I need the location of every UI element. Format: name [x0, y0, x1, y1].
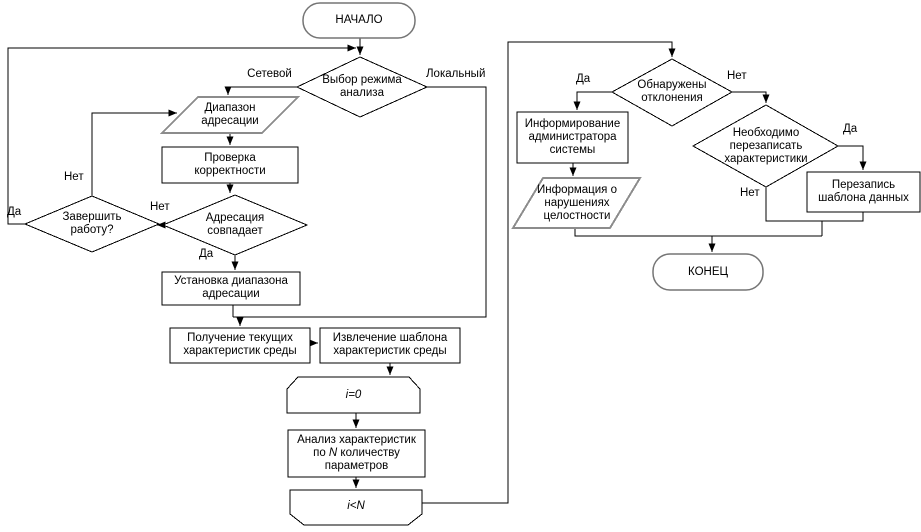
analyze-line2-pre: по: [313, 446, 329, 459]
deviations-label: Обнаружены отклонения: [637, 79, 707, 104]
end-label: КОНЕЦ: [688, 265, 728, 278]
set-range-rect: [161, 271, 301, 306]
edge-mode-network: [224, 86, 297, 95]
violations-info-label: Информация о нарушениях целостности: [536, 183, 617, 222]
analyze-label: Анализ характеристик по N количеству пар…: [288, 429, 425, 477]
start-terminator: [302, 2, 416, 39]
end-terminator: [652, 253, 764, 291]
loop-end-shape: [289, 489, 423, 526]
extract-template-rect: [319, 327, 461, 364]
edge-violations-out: [574, 228, 822, 237]
mode-decision-label: Выбор режима анализа: [322, 73, 402, 99]
set-range-label: Установка диапазона адресации: [174, 275, 288, 300]
label-yes-deviations: Да: [576, 73, 591, 85]
analyze-line2-post: количеству: [337, 446, 400, 459]
loop-end-label: i<N: [347, 500, 365, 512]
label-yes-rewrite: Да: [843, 123, 858, 135]
label-network: Сетевой: [247, 68, 292, 80]
analyze-label-line1: Анализ характеристик: [297, 434, 416, 447]
mode-decision-diamond: [295, 56, 429, 118]
edge-deviations-yes: [573, 91, 612, 110]
label-local: Локальный: [426, 68, 486, 80]
edge-rewriteproc-out: [822, 212, 864, 222]
analyze-rect: [287, 429, 426, 478]
deviations-diamond: [610, 58, 734, 127]
edge-deviations-no: [732, 91, 770, 103]
address-match-label: Адресация совпадает: [205, 212, 265, 237]
start-label: НАЧАЛО: [335, 14, 383, 26]
loop-begin-shape: [286, 376, 421, 414]
finish-work-diamond: [23, 195, 161, 253]
label-no-finish: Нет: [64, 171, 84, 183]
edge-finish-no: [91, 109, 177, 196]
inform-admin-label: Информирование администратора системы: [524, 118, 621, 156]
extract-template-label: Извлечение шаблона характеристик среды: [332, 332, 448, 357]
rewrite-template-rect: [806, 171, 921, 213]
rewrite-template-label: Перезапись шаблона данных: [818, 179, 909, 204]
label-no-rewrite: Нет: [740, 187, 760, 199]
edge-rewrite-no: [765, 187, 822, 222]
inform-admin-rect: [516, 111, 629, 164]
label-no-deviations: Нет: [727, 70, 747, 82]
get-current-label: Получение текущих характеристик среды: [183, 332, 297, 357]
address-range-label: Диапазон адресации: [201, 102, 259, 127]
address-match-diamond: [161, 194, 309, 256]
need-rewrite-diamond: [691, 104, 840, 188]
analyze-line1-text: Анализ характеристик: [297, 433, 416, 446]
label-no-match: Нет: [150, 201, 170, 213]
label-yes-finish: Да: [7, 206, 22, 218]
edge-loopend-to-deviations: [422, 41, 676, 504]
need-rewrite-label: Необходимо перезаписать характеристики: [724, 126, 808, 165]
get-current-rect: [169, 327, 311, 364]
finish-work-label: Завершить работу?: [62, 211, 122, 236]
address-range-parallelogram: [159, 96, 301, 134]
label-yes-match: Да: [199, 248, 214, 260]
analyze-label-line3: параметров: [325, 460, 389, 473]
edge-rewrite-yes: [838, 145, 867, 170]
correctness-check-label: Проверка корректности: [194, 152, 266, 177]
analyze-label-line2: по N количеству: [313, 447, 400, 460]
correctness-check-rect: [161, 146, 299, 184]
edge-mode-local: [233, 86, 487, 318]
analyze-line2-var: N: [328, 446, 338, 459]
edge-finish-yes-loopback: [7, 44, 356, 225]
analyze-line3-text: параметров: [324, 459, 389, 472]
loop-begin-label: i=0: [345, 388, 362, 401]
violations-info-parallelogram: [511, 177, 642, 229]
